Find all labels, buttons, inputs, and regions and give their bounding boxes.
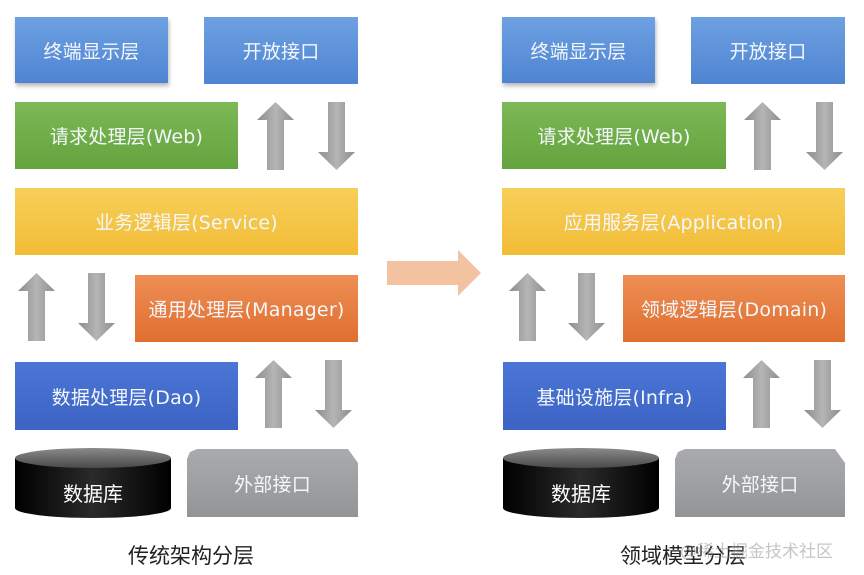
service-layer: 业务逻辑层(Service) <box>15 188 358 255</box>
down-arrow-icon <box>568 273 605 341</box>
open-interface-label: 开放接口 <box>729 41 807 63</box>
external-interface-box: 外部接口 <box>187 449 358 517</box>
infra-layer: 基础设施层(Infra) <box>503 362 726 430</box>
database-icon <box>503 448 659 518</box>
terminal-display-label: 终端显示层 <box>43 40 140 63</box>
database-label: 数据库 <box>63 481 123 506</box>
up-arrow-icon <box>18 273 55 341</box>
dao-layer-label: 数据处理层(Dao) <box>51 386 202 409</box>
domain-layer-label: 领域逻辑层(Domain) <box>640 299 828 321</box>
database-label: 数据库 <box>551 481 611 506</box>
down-arrow-icon <box>78 273 115 341</box>
domain-layer: 领域逻辑层(Domain) <box>623 275 845 342</box>
service-layer-label: 业务逻辑层(Service) <box>95 212 278 234</box>
dao-layer: 数据处理层(Dao) <box>15 362 238 430</box>
manager-layer: 通用处理层(Manager) <box>135 275 358 342</box>
terminal-display-layer: 终端显示层 <box>15 17 168 83</box>
down-arrow-icon <box>806 102 843 170</box>
up-arrow-icon <box>509 273 546 341</box>
down-arrow-icon <box>804 360 841 428</box>
manager-layer-label: 通用处理层(Manager) <box>148 299 345 321</box>
web-layer: 请求处理层(Web) <box>502 102 726 169</box>
down-arrow-icon <box>318 102 355 170</box>
application-layer: 应用服务层(Application) <box>502 188 845 255</box>
web-layer: 请求处理层(Web) <box>15 102 238 169</box>
terminal-display-label: 终端显示层 <box>530 40 627 63</box>
web-layer-label: 请求处理层(Web) <box>537 126 691 148</box>
domain-model-panel: 终端显示层 开放接口 请求处理层(Web) 应用服务层(Application)… <box>487 0 864 575</box>
up-arrow-icon <box>255 360 292 428</box>
open-interface-label: 开放接口 <box>242 41 320 63</box>
up-arrow-icon <box>257 102 294 170</box>
traditional-architecture-panel: 终端显示层 开放接口 请求处理层(Web) 业务逻辑层(Service) 通用处… <box>0 0 380 575</box>
watermark: @稀土掘金技术社区 <box>680 542 833 562</box>
external-interface-label: 外部接口 <box>721 473 799 496</box>
down-arrow-icon <box>315 360 352 428</box>
database-icon <box>15 448 171 518</box>
external-interface-box: 外部接口 <box>675 449 845 517</box>
external-interface-label: 外部接口 <box>234 473 311 496</box>
open-interface-box: 开放接口 <box>691 17 845 84</box>
infra-layer-label: 基础设施层(Infra) <box>536 386 693 409</box>
terminal-display-layer: 终端显示层 <box>502 17 655 83</box>
web-layer-label: 请求处理层(Web) <box>49 126 204 148</box>
open-interface-box: 开放接口 <box>204 17 358 84</box>
traditional-architecture-caption: 传统架构分层 <box>128 544 254 568</box>
domain-model-caption: 领域模型分层 <box>620 544 746 568</box>
database-cylinder: 数据库 <box>503 448 659 518</box>
transition-arrow-icon <box>387 250 481 296</box>
application-layer-label: 应用服务层(Application) <box>563 212 784 234</box>
up-arrow-icon <box>743 360 780 428</box>
database-cylinder: 数据库 <box>15 448 171 518</box>
up-arrow-icon <box>744 102 781 170</box>
